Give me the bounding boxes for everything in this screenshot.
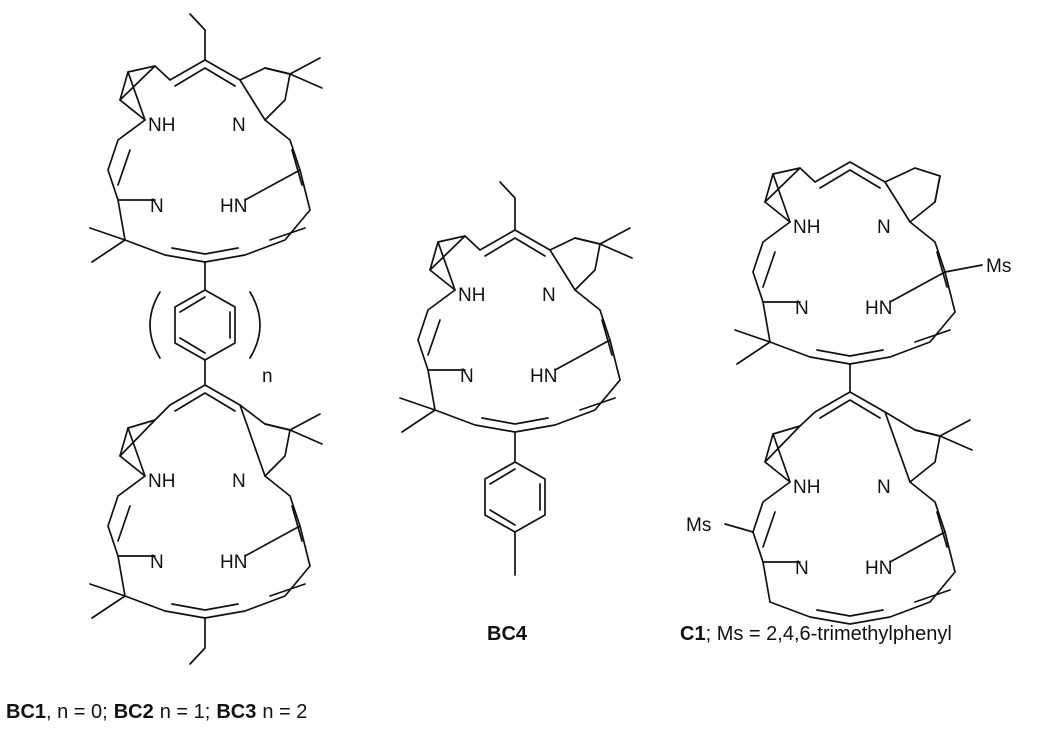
caption-bc1-condition: , n = 0; [46, 701, 108, 723]
pyrrole-a-top [119, 65, 156, 121]
inner-rings-bottom [117, 525, 306, 597]
ms-label-c1-bottom: Ms [686, 515, 711, 536]
pyrroline-b-c1-bottom [884, 411, 941, 483]
inner-rings-c1-top [762, 271, 951, 343]
macrocycle-c1-top [752, 161, 956, 365]
tolyl-double-bonds-bc4 [489, 468, 541, 526]
bc-series-structure: NH N N HN n NH N N HN [89, 13, 323, 665]
hn-label-c1-top: HN [865, 298, 892, 319]
gem-dimethyl-c1-bottom [939, 419, 973, 451]
pyrroline-b-bc4 [549, 237, 601, 291]
double-bonds-c1-top [762, 169, 948, 357]
methoxy-bond-bottom [189, 617, 206, 665]
caption-bc2-name: BC2 [114, 701, 154, 723]
pyrrole-a-c1-top [764, 167, 801, 223]
n-label-bc4-right: N [542, 285, 556, 306]
gem-dimethyl-bc4-right [599, 227, 633, 259]
nh-label-c1-bottom: NH [793, 477, 820, 498]
gem-dimethyl-bottom-right [289, 413, 323, 445]
repeat-n-label: n [262, 366, 273, 387]
macrocycle-bc4 [417, 229, 621, 433]
gem-dimethyl-bc4-left [399, 397, 436, 433]
bc4-structure: NH N N HN [399, 181, 633, 576]
nh-label-bc4: NH [458, 285, 485, 306]
ms-bond-c1-bottom [724, 523, 754, 533]
bacteriochlorin-top: NH N N HN [89, 13, 323, 263]
benzene-double-bonds [179, 296, 231, 354]
n-label-c1-top-right: N [877, 217, 891, 238]
pyrrole-a-bottom [119, 419, 156, 477]
ms-label-c1-top: Ms [986, 256, 1011, 277]
n-label-c1-top-left: N [795, 298, 809, 319]
c1-structure: NH N N HN Ms NH N N HN Ms [686, 161, 1011, 625]
n-label-top-left: N [150, 196, 164, 217]
n-label-top-right: N [232, 115, 246, 136]
hn-label-bottom: HN [220, 552, 247, 573]
hn-label-c1-bottom: HN [865, 558, 892, 579]
inner-rings-top [117, 169, 306, 241]
nh-label-c1-top: NH [793, 217, 820, 238]
hn-label-top: HN [220, 196, 247, 217]
caption-c1-name: C1 [680, 623, 706, 645]
double-bonds-top [117, 67, 303, 255]
n-label-c1-bottom-left: N [795, 558, 809, 579]
ms-bond-c1-top [944, 264, 983, 273]
caption-bc4: BC4 [487, 623, 528, 645]
chlorin-top: NH N N HN Ms [734, 161, 1011, 365]
caption-bc2-condition: n = 1; [160, 701, 211, 723]
right-parenthesis [249, 291, 261, 359]
macrocycle-c1-bottom [752, 391, 956, 625]
inner-rings-c1-bottom [762, 531, 951, 603]
phenylene-linker: n [149, 261, 273, 387]
nh-label-bottom: NH [148, 471, 175, 492]
n-label-bottom-right: N [232, 471, 246, 492]
double-bonds-bc4 [427, 237, 613, 425]
double-bonds-bottom [117, 392, 303, 611]
benzene-ring [174, 289, 236, 361]
pyrroline-b-top [239, 67, 291, 121]
caption-bc1-name: BC1 [6, 701, 46, 723]
gem-dimethyl-top-left [89, 227, 126, 263]
left-parenthesis [149, 291, 161, 359]
pyrrole-a-c1-bottom [764, 425, 801, 483]
caption-c1: C1; Ms = 2,4,6-trimethylphenyl [680, 623, 952, 645]
gem-dimethyl-c1-top [734, 329, 771, 365]
methoxy-bond-bc4 [499, 181, 516, 231]
hn-label-bc4: HN [530, 366, 557, 387]
macrocycle-top [107, 59, 311, 263]
caption-bc3-name: BC3 [216, 701, 256, 723]
double-bonds-c1-bottom [762, 399, 948, 617]
caption-bc3-condition: n = 2 [262, 701, 307, 723]
chlorin-bottom: NH N N HN Ms [686, 391, 973, 625]
pyrroline-b-bottom [239, 404, 291, 477]
caption-c1-definition: ; Ms = 2,4,6-trimethylphenyl [706, 623, 952, 645]
bacteriochlorin-bottom: NH N N HN [89, 384, 323, 665]
pyrrole-b-c1-top [884, 167, 941, 223]
gem-dimethyl-top-right [289, 57, 323, 89]
macrocycle-bottom [107, 384, 311, 619]
inner-rings-bc4 [427, 339, 616, 411]
pyrrole-a-bc4 [429, 235, 466, 291]
n-label-bottom-left: N [150, 552, 164, 573]
caption-bc-series: BC1, n = 0; BC2 n = 1;BC3 n = 2 [6, 701, 307, 723]
methoxy-bond-top [189, 13, 206, 61]
nh-label-top: NH [148, 115, 175, 136]
tolyl-ring-bc4 [484, 461, 546, 533]
n-label-bc4-left: N [460, 366, 474, 387]
gem-dimethyl-bottom-left [89, 583, 126, 619]
n-label-c1-bottom-right: N [877, 477, 891, 498]
